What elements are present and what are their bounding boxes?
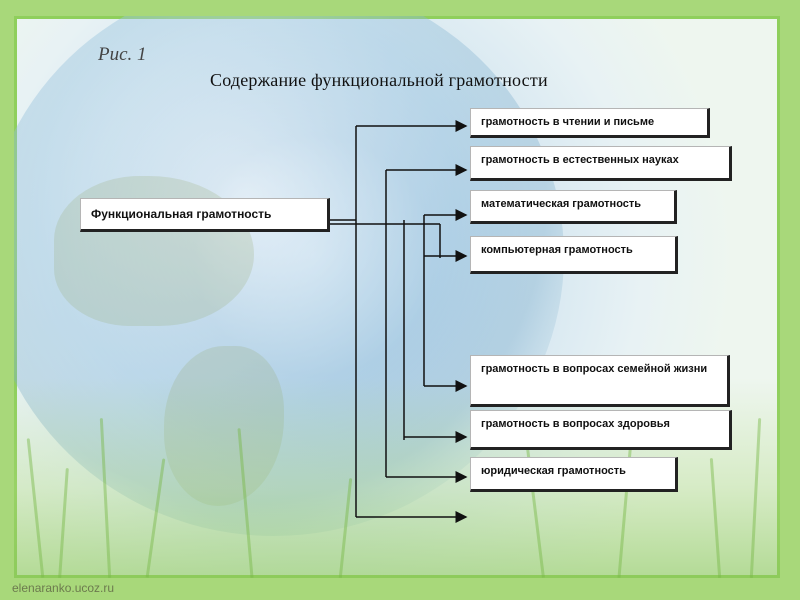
footer-site-watermark: elenaranko.ucoz.ru — [12, 581, 114, 595]
root-node: Функциональная грамотность — [80, 198, 330, 232]
node-math-literacy: математическая грамотность — [470, 190, 677, 224]
node-family-literacy: грамотность в вопросах семейной жизни — [470, 355, 730, 407]
node-science-literacy: грамотность в естественных науках — [470, 146, 732, 181]
node-health-literacy: грамотность в вопросах здоровья — [470, 410, 732, 450]
node-reading-literacy: грамотность в чтении и письме — [470, 108, 710, 138]
node-computer-literacy: компьютерная грамотность — [470, 236, 678, 274]
node-legal-literacy: юридическая грамотность — [470, 457, 678, 492]
